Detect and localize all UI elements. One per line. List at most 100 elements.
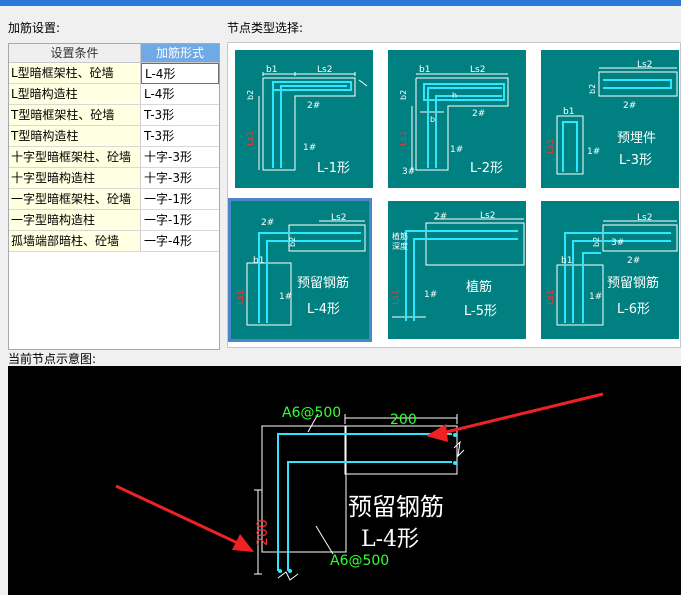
thumb-depth-label-2: 深度 <box>392 241 408 251</box>
node-thumb-l3-drawing: Ls2 b1 b2 2# 1# Ls1 预埋件 L-3形 <box>541 50 679 188</box>
thumb-bar1-label: 1# <box>587 147 600 157</box>
rebar-spec-bottom: A6@500 <box>330 553 389 569</box>
thumb-form-name: L-1形 <box>317 161 350 176</box>
node-thumb-l2[interactable]: b1 Ls2 b2 h b 2# 1# 3# Ls1 L-2形 <box>385 47 529 191</box>
node-thumb-l6[interactable]: Ls2 3# b2 b1 2# 1# Ls1 预留钢筋 L-6形 <box>538 198 680 342</box>
rebar-spec-top: A6@500 <box>282 405 341 421</box>
thumb-bar1-label: 1# <box>589 292 602 302</box>
form-cell[interactable]: 十字-3形 <box>141 168 219 189</box>
thumb-bar3-label: 3# <box>402 167 415 177</box>
preview-form-name: L-4形 <box>361 527 419 552</box>
thumb-b2-label: b2 <box>592 237 601 247</box>
node-type-gallery: b1 Ls2 b2 2# 1# Ls1 L-1形 b1 Ls2 b2 <box>227 42 681 348</box>
thumb-extra-label: 预留钢筋 <box>607 275 659 291</box>
form-cell[interactable]: T-3形 <box>141 105 219 126</box>
thumb-bar2-label: 2# <box>627 256 640 266</box>
thumb-ls1-label: Ls1 <box>246 131 256 146</box>
thumb-b1-label: b1 <box>266 65 277 75</box>
form-cell[interactable]: L-4形 <box>141 84 219 105</box>
condition-cell: 孤墙端部暗柱、砼墙 <box>9 231 141 252</box>
thumb-bar2-label: 2# <box>434 212 447 222</box>
condition-cell: 十字型暗构造柱 <box>9 168 141 189</box>
thumb-bar1-label: 1# <box>424 290 437 300</box>
thumb-bar1-label: 1# <box>303 143 316 153</box>
table-row[interactable]: 十字型暗框架柱、砼墙十字-3形 <box>9 147 219 168</box>
thumb-bar2-label: 2# <box>472 109 485 119</box>
preview-form-title: 预留钢筋 <box>348 493 444 521</box>
thumb-form-name: L-3形 <box>619 153 652 168</box>
red-arrow-top <box>426 392 604 442</box>
condition-cell: L型暗构造柱 <box>9 84 141 105</box>
form-cell[interactable]: 一字-1形 <box>141 210 219 231</box>
thumb-b1-label: b1 <box>563 107 574 117</box>
node-thumb-l5[interactable]: Ls2 2# 植筋 深度 1# Ls1 植筋 L-5形 <box>385 198 529 342</box>
thumb-bar2-label: 2# <box>623 101 636 111</box>
form-cell[interactable]: 一字-1形 <box>141 189 219 210</box>
thumb-bar1-label: 1# <box>279 292 292 302</box>
node-thumb-l1-drawing: b1 Ls2 b2 2# 1# Ls1 L-1形 <box>235 50 373 188</box>
thumb-ls1-label: Ls1 <box>399 131 409 146</box>
node-thumb-l3[interactable]: Ls2 b1 b2 2# 1# Ls1 预埋件 L-3形 <box>538 47 680 191</box>
thumb-form-name: L-5形 <box>464 304 497 319</box>
dimension-vertical: 200 <box>255 519 271 546</box>
thumb-b-label: b <box>430 115 435 124</box>
condition-cell: 一字型暗框架柱、砼墙 <box>9 189 141 210</box>
column-header-condition[interactable]: 设置条件 <box>9 44 141 63</box>
table-row[interactable]: 十字型暗构造柱十字-3形 <box>9 168 219 189</box>
thumb-ls2-label: Ls2 <box>317 65 332 75</box>
thumb-ls1-label: Ls1 <box>546 139 556 154</box>
condition-cell: T型暗框架柱、砼墙 <box>9 105 141 126</box>
node-thumb-l5-drawing: Ls2 2# 植筋 深度 1# Ls1 植筋 L-5形 <box>388 201 526 339</box>
preview-title: 当前节点示意图: <box>8 352 97 366</box>
thumb-ls2-label: Ls2 <box>331 213 346 223</box>
thumb-b2-label: b2 <box>588 84 597 94</box>
node-thumb-l1[interactable]: b1 Ls2 b2 2# 1# Ls1 L-1形 <box>232 47 376 191</box>
table-row[interactable]: 孤墙端部暗柱、砼墙一字-4形 <box>9 231 219 252</box>
thumb-extra-label: 预留钢筋 <box>297 275 349 291</box>
thumb-form-name: L-6形 <box>617 302 650 317</box>
form-cell[interactable]: 一字-4形 <box>141 231 219 252</box>
node-thumb-l6-drawing: Ls2 3# b2 b1 2# 1# Ls1 预留钢筋 L-6形 <box>541 201 679 339</box>
thumb-form-name: L-2形 <box>470 161 503 176</box>
thumb-extra-label: 预埋件 <box>617 131 656 146</box>
thumb-b1-label: b1 <box>419 65 430 75</box>
table-row[interactable]: 一字型暗构造柱一字-1形 <box>9 210 219 231</box>
column-header-form[interactable]: 加筋形式 <box>141 44 219 63</box>
thumb-ls1-label: Ls1 <box>236 290 246 305</box>
condition-cell: 一字型暗构造柱 <box>9 210 141 231</box>
thumb-ls2-label: Ls2 <box>637 213 652 223</box>
table-header: 设置条件 加筋形式 <box>9 44 219 63</box>
thumb-ls1-label: Ls1 <box>391 290 401 305</box>
thumb-extra-label: 植筋 <box>466 279 492 295</box>
thumb-b1-label: b1 <box>561 256 572 266</box>
form-cell[interactable]: L-4形 <box>141 63 219 84</box>
thumb-bar2-label: 2# <box>307 101 320 111</box>
settings-title: 加筋设置: <box>8 21 61 35</box>
form-cell[interactable]: T-3形 <box>141 126 219 147</box>
thumb-ls2-label: Ls2 <box>470 65 485 75</box>
red-arrow-left <box>115 484 254 552</box>
node-thumb-l4-drawing: 2# Ls2 b1 b2 1# Ls1 预留钢筋 L-4形 <box>231 201 369 339</box>
thumb-ls1-label: Ls1 <box>546 290 556 305</box>
thumb-b1-label: b1 <box>253 256 264 266</box>
table-row[interactable]: 一字型暗框架柱、砼墙一字-1形 <box>9 189 219 210</box>
node-type-title: 节点类型选择: <box>227 21 304 35</box>
thumb-bar1-label: 1# <box>450 145 463 155</box>
node-thumb-l2-drawing: b1 Ls2 b2 h b 2# 1# 3# Ls1 L-2形 <box>388 50 526 188</box>
thumb-h-label: h <box>452 91 457 100</box>
form-cell[interactable]: 十字-3形 <box>141 147 219 168</box>
node-thumb-l4[interactable]: 2# Ls2 b1 b2 1# Ls1 预留钢筋 L-4形 <box>228 198 372 342</box>
node-preview-drawing: A6@500 A6@500 200 200 预留钢筋 L-4形 <box>115 392 604 581</box>
condition-cell: L型暗框架柱、砼墙 <box>9 63 141 84</box>
thumb-bar3-label: 3# <box>611 238 624 248</box>
thumb-b2-label: b2 <box>399 90 408 100</box>
thumb-ls2-label: Ls2 <box>637 60 652 70</box>
thumb-depth-label-1: 植筋 <box>392 231 408 241</box>
thumb-ls2-label: Ls2 <box>480 211 495 221</box>
thumb-bar2-label: 2# <box>261 218 274 228</box>
